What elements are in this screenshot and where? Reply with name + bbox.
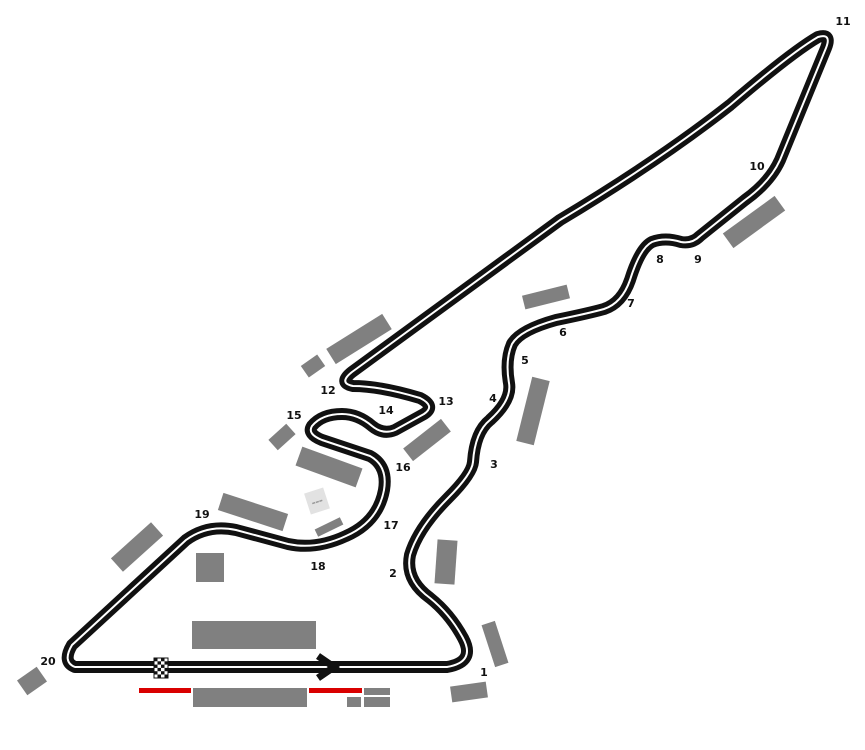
- direction-arrow-icon: [316, 653, 341, 681]
- turn-label: 15: [286, 409, 301, 422]
- turn1-stand-b: [481, 620, 509, 668]
- turn-label: 7: [627, 297, 635, 310]
- turn-label: 16: [395, 461, 411, 474]
- turn-label: 9: [694, 253, 702, 266]
- turn-label: 3: [490, 458, 498, 471]
- pit-annex-a: [364, 688, 390, 695]
- turn12-stand-a: [326, 313, 392, 365]
- pit-annex-b: [364, 697, 390, 707]
- turn-label: 12: [320, 384, 335, 397]
- track: [61, 30, 834, 673]
- infield-stand: [196, 553, 224, 582]
- pit-annex-c: [347, 697, 361, 707]
- turn-label: 17: [383, 519, 398, 532]
- stadium-stand: [295, 446, 363, 488]
- turn18-stand: [314, 517, 344, 537]
- turn-label: 2: [389, 567, 397, 580]
- turn-labels: 1 2 3 4 5 6 7 8 9 10 11 12 13 14 15 16 1…: [40, 15, 850, 679]
- turn16-stand: [403, 418, 451, 462]
- turn-label: 13: [438, 395, 453, 408]
- turn-label: 11: [835, 15, 850, 28]
- turn6-stand: [521, 284, 571, 310]
- buildings: ▬▬▬: [17, 195, 786, 707]
- turn-label: 4: [489, 392, 497, 405]
- turn20-stand: [17, 666, 47, 696]
- turn-label: 8: [656, 253, 664, 266]
- pit-building: [193, 688, 307, 707]
- turn-label: 19: [194, 508, 209, 521]
- turn-label: 10: [749, 160, 765, 173]
- plaza-marker: ▬▬▬: [304, 487, 330, 515]
- main-grandstand: [192, 621, 316, 649]
- turn-label: 14: [378, 404, 394, 417]
- turn10-stand: [722, 195, 786, 249]
- esses-stand: [516, 376, 550, 446]
- turn2-stand: [434, 539, 458, 585]
- checkered-flag-icon: [153, 657, 169, 679]
- turn-label: 5: [521, 354, 529, 367]
- pit-kerb-right: [309, 688, 362, 693]
- svg-text:▬▬▬: ▬▬▬: [311, 497, 324, 505]
- pit-kerb-left: [139, 688, 191, 693]
- turn12-stand-b: [300, 354, 326, 378]
- turn-label: 6: [559, 326, 567, 339]
- turn19-outer-stand: [110, 522, 164, 572]
- turn1-stand-a: [450, 681, 488, 703]
- track-centerline: [66, 35, 829, 668]
- turn-label: 20: [40, 655, 56, 668]
- turn15-stand: [268, 423, 296, 451]
- turn19-stand: [217, 492, 289, 532]
- turn-label: 1: [480, 666, 488, 679]
- turn-label: 18: [310, 560, 325, 573]
